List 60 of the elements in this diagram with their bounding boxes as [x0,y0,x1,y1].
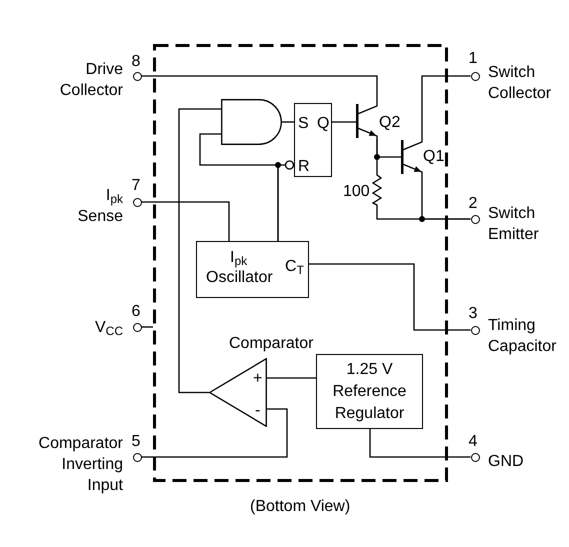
pin-terminal [132,198,142,206]
wire [376,139,378,172]
pin-number: 6 [130,302,142,322]
block-title: Oscillator [206,268,273,288]
wire [309,263,470,331]
input-label: R [298,157,310,177]
transistor-label: Q2 [379,113,400,133]
pin-number: 8 [130,52,142,72]
block-title: Comparator [229,334,314,354]
pin-terminal [470,214,480,224]
pin-name: I$_{pk}$ Sense [76,186,123,226]
pin-number: 7 [130,176,142,196]
pin-label: I$_{pk}$ [230,248,248,268]
pin-name: Switch Collector [488,62,552,104]
pin-terminal [132,72,142,80]
block-title: 1.25 V Reference Regulator [332,360,408,424]
output-label: Q [317,114,330,134]
wire [369,429,470,458]
resistor-symbol [372,172,382,208]
caption: (Bottom View) [250,497,350,517]
wire [282,121,294,123]
pin-number: 2 [468,194,478,214]
wire [376,208,470,220]
pin-number: 3 [468,304,478,324]
wire [142,408,288,458]
pin-name: Drive Collector [58,60,123,101]
wire [178,108,221,394]
pin-label: C$_{T}$ [285,257,304,277]
pin-terminal [470,452,480,462]
pin-terminal [470,326,480,334]
pin-number: 1 [468,49,478,69]
and-gate [221,99,282,145]
input-label: S [298,114,309,134]
chip-boundary [153,44,448,482]
pin-name: Timing Capacitor [488,316,558,356]
pin-terminal [132,322,142,332]
sr-latch [294,103,332,177]
pin-name: V$_{CC}$ [94,318,123,338]
pin-name: GND [488,452,524,472]
wire [421,75,470,139]
oscillator-block [196,241,309,298]
wire [142,75,378,103]
pin-terminal [470,72,480,80]
transistor-symbol [401,139,423,175]
wire [142,326,153,328]
wire [142,201,230,241]
pin-terminal [132,452,142,462]
transistor-label: Q1 [423,147,444,167]
pin-name: Comparator Inverting Input [38,434,123,496]
input-sign: - [255,401,260,421]
input-sign: + [253,369,262,389]
wire [267,377,316,379]
pin-name: Switch Emitter [488,204,540,244]
transistor-symbol [356,103,378,139]
regulator-block [316,354,423,429]
pin-number: 4 [468,432,478,452]
resistance-value: 100 [343,182,370,202]
wire [332,121,356,123]
pin-number: 5 [130,432,142,452]
wire [199,133,279,241]
